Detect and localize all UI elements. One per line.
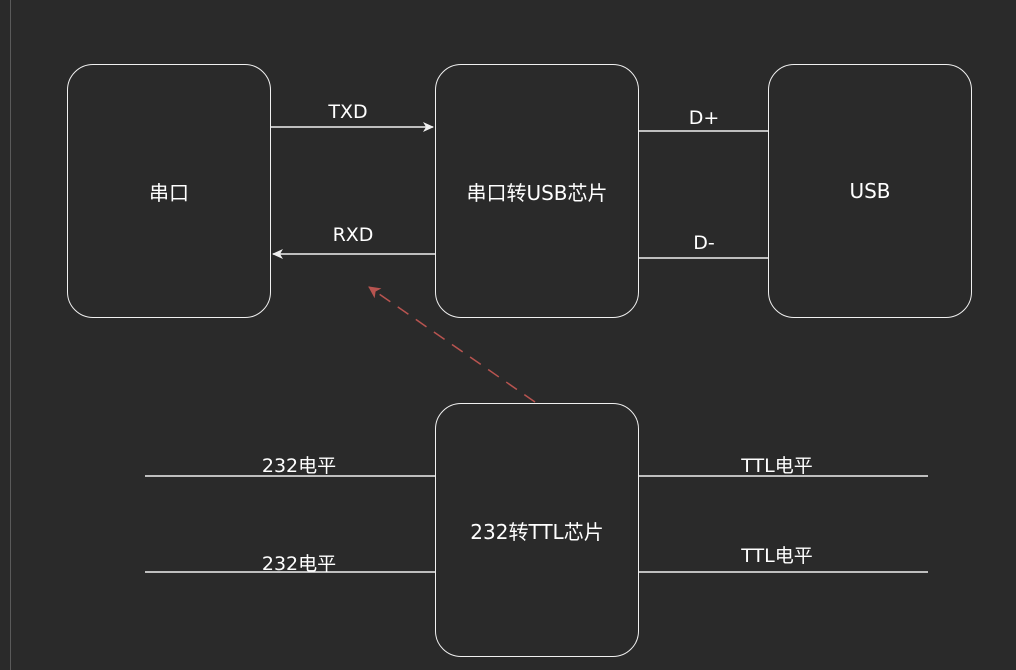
serial-port-node[interactable]: 串口 [67, 64, 271, 318]
canvas-left-edge [10, 0, 11, 670]
usb-label: USB [849, 179, 891, 203]
dashed-arrow [368, 286, 536, 403]
serial-port-label: 串口 [149, 180, 189, 205]
d-plus-label: D+ [688, 107, 720, 129]
rs232-to-ttl-chip-node[interactable]: 232转TTL芯片 [435, 403, 639, 657]
rs232-level-label-top: 232电平 [261, 455, 337, 477]
ttl-level-label-bottom: TTL电平 [741, 545, 813, 567]
rs232-level-label-bottom: 232电平 [261, 553, 337, 575]
txd-label: TXD [328, 101, 368, 123]
usb-node[interactable]: USB [768, 64, 972, 318]
serial-to-usb-chip-label: 串口转USB芯片 [466, 180, 608, 205]
serial-to-usb-chip-node[interactable]: 串口转USB芯片 [435, 64, 639, 318]
ttl-level-label-top: TTL电平 [741, 455, 813, 477]
rs232-to-ttl-chip-label: 232转TTL芯片 [470, 519, 604, 544]
d-minus-label: D- [693, 232, 715, 254]
rxd-label: RXD [332, 224, 374, 246]
